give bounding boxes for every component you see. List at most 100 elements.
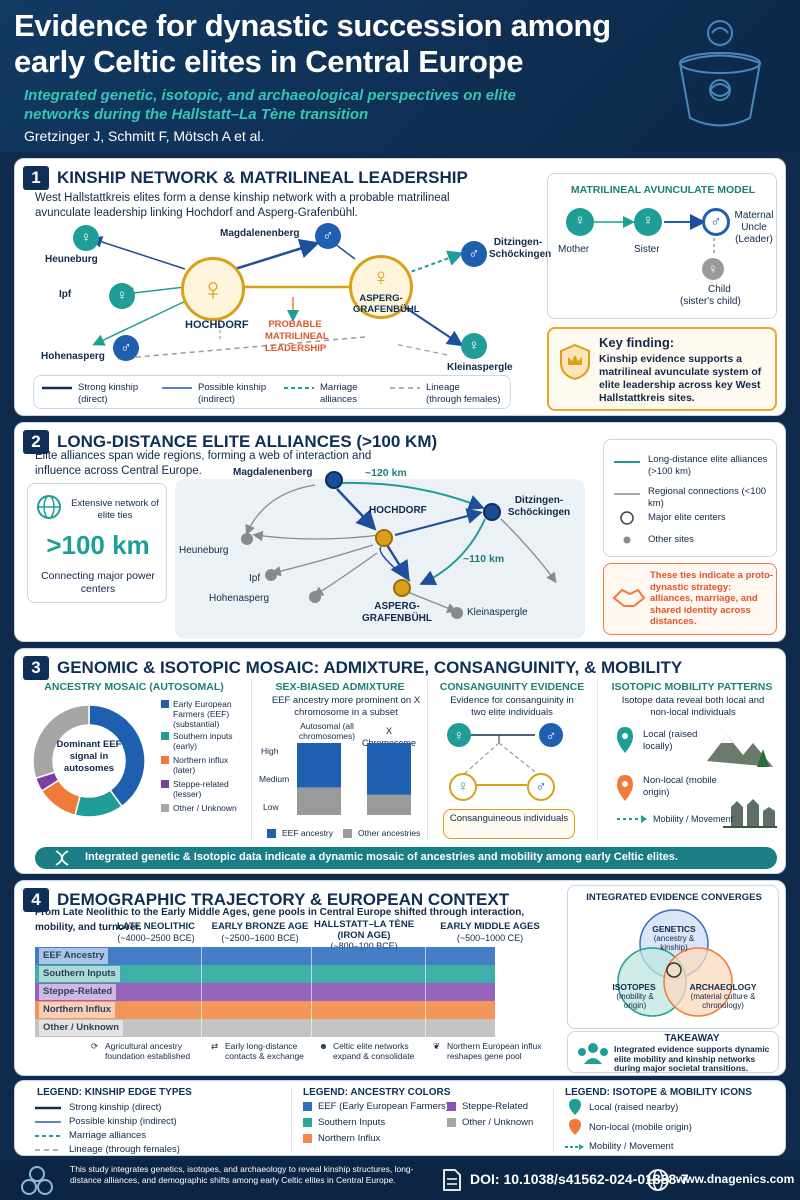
- legend-swatch: [161, 700, 169, 708]
- site-hohenasperg: Hohenasperg: [209, 593, 270, 604]
- section-number: 4: [23, 888, 49, 912]
- site-ipf: Ipf: [249, 573, 261, 584]
- cons-title: CONSANGUINITY EVIDENCE: [439, 681, 585, 693]
- cons-label-box: Consanguineous individuals: [443, 809, 575, 839]
- sister-icon: ♀: [634, 208, 662, 236]
- site-kleinaspergle: Kleinaspergle: [447, 362, 513, 373]
- distance-120: ~120 km: [365, 467, 407, 479]
- globe-footer-icon: [647, 1169, 669, 1191]
- alliance-legend: Long-distance elite alliances (>100 km) …: [603, 439, 777, 557]
- section-demographic: 4 DEMOGRAPHIC TRAJECTORY & EUROPEAN CONT…: [14, 880, 786, 1076]
- ancestry-donut-chart: [32, 704, 146, 818]
- ancestry-legend-item-1: Steppe-Related: [447, 1101, 528, 1113]
- period-2-range: (~800–100 BCE): [330, 941, 398, 951]
- header: Evidence for dynastic succession among e…: [0, 0, 800, 152]
- donut-legend-item-2: Northern influx (later): [161, 755, 245, 775]
- sex-title: SEX-BIASED ADMIXTURE: [275, 681, 405, 693]
- site-hochdorf: HOCHDORF: [185, 319, 249, 331]
- probable-leadership-label: PROBABLE MATRILINEAL LEADERSHIP: [265, 319, 329, 354]
- model-uncle: Maternal Uncle (Leader): [734, 210, 774, 245]
- period-3-name: EARLY MIDDLE AGES: [440, 921, 540, 932]
- period-0-range: (~4000–2500 BCE): [117, 933, 195, 943]
- ancestry-legend-item-2: Southern Inputs: [303, 1117, 385, 1129]
- bar-eef-0: [297, 743, 341, 788]
- globe-icon: [37, 495, 61, 519]
- triskele-icon: [21, 1166, 53, 1195]
- genomic-banner: Integrated genetic & Isotopic data indic…: [35, 847, 777, 869]
- kinship-network-diagram: [90, 236, 464, 360]
- bar-legend-other: Other ancestries: [343, 827, 420, 839]
- ditzingen-node: [483, 503, 501, 521]
- legend-panel: LEGEND: KINSHIP EDGE TYPES Strong kinshi…: [14, 1080, 786, 1156]
- female-kleinaspergle-icon: ♀: [461, 333, 487, 359]
- legend-iso-local: Local (raised nearby): [589, 1102, 679, 1113]
- bar-other-0: [297, 787, 341, 815]
- site-ipf: Ipf: [59, 289, 72, 300]
- genomic-banner-text: Integrated genetic & Isotopic data indic…: [85, 851, 678, 863]
- legend-swatch: [161, 780, 169, 788]
- bar-legend-eef: EEF ancestry: [267, 827, 333, 839]
- site-heuneburg: Heuneburg: [45, 254, 98, 265]
- section-number: 3: [23, 656, 49, 680]
- bar-other-1: [367, 794, 411, 815]
- donut-legend-item-3: Steppe-related (lesser): [161, 779, 245, 799]
- group-icon: [578, 1043, 608, 1064]
- stream-3: Northern Influx: [35, 1001, 495, 1019]
- hohenasperg-node: [309, 591, 321, 603]
- legend-swatch: [161, 804, 169, 812]
- legend-strong: Strong kinship(direct): [78, 382, 139, 405]
- proto-dynastic-text: These ties indicate a proto-dynastic str…: [650, 570, 773, 627]
- key-finding-title: Key finding:: [599, 335, 675, 350]
- site-ditzingen: Ditzingen-Schöckingen: [489, 237, 552, 260]
- iso-mobility: Mobility / Movement: [653, 814, 734, 824]
- legend-possible: Possible kinship(indirect): [198, 382, 267, 405]
- stream-1: Southern Inputs: [35, 965, 495, 983]
- legend-edge-strong: Strong kinship (direct): [69, 1102, 162, 1113]
- bar-eef-1: [367, 743, 411, 795]
- venn-title: INTEGRATED EVIDENCE CONVERGES: [586, 892, 762, 903]
- donut-slice-4: [32, 704, 90, 780]
- page-title: Evidence for dynastic succession among e…: [14, 8, 611, 79]
- period-1-range: (~2500–1600 BCE): [221, 933, 299, 943]
- level-low: Low: [263, 802, 279, 812]
- distance-110: ~110 km: [463, 553, 505, 565]
- legend-other: Other sites: [648, 534, 694, 545]
- legend-major: Major elite centers: [648, 512, 726, 523]
- section-number: 2: [23, 430, 49, 454]
- model-title: MATRILINEAL AVUNCULATE MODEL: [570, 184, 756, 196]
- ancestry-legend-item-0: EEF (Early European Farmers): [303, 1101, 449, 1113]
- section-number: 1: [23, 166, 49, 190]
- female-heuneburg-icon: ♀: [73, 225, 99, 251]
- site-magdalenenberg: Magdalenenberg: [220, 228, 300, 239]
- sex-intro: EEF ancestry more prominent on X chromos…: [271, 695, 421, 718]
- key-finding-text: Kinship evidence supports a matrilineal …: [599, 353, 762, 404]
- donut-legend-item-4: Other / Unknown: [161, 803, 245, 813]
- model-child-sub: (sister's child): [680, 296, 741, 307]
- site-asperg: ASPERG-GRAFENBÜHL: [362, 601, 432, 624]
- section-genomic: 3 GENOMIC & ISOTOPIC MOSAIC: ADMIXTURE, …: [14, 648, 786, 874]
- ancestry-title: ANCESTRY MOSAIC (AUTOSOMAL): [44, 681, 224, 693]
- ancestry-legend-item-4: Northern Influx: [303, 1133, 380, 1145]
- legend-long-distance: Long-distance elite alliances (>100 km): [648, 454, 768, 477]
- takeaway-title: TAKEAWAY: [664, 1033, 720, 1044]
- male-magdalenenberg-icon: ♂: [315, 223, 341, 249]
- level-high: High: [261, 746, 279, 756]
- doi-link[interactable]: DOI: 10.1038/s41562-024-01888-7: [470, 1171, 689, 1187]
- takeaway-text: Integrated evidence supports dynamic eli…: [614, 1044, 770, 1073]
- website-link[interactable]: www.dnagenics.com: [676, 1172, 795, 1186]
- venn-isotopes-sub: (mobility & origin): [616, 992, 654, 1010]
- venn-genetics-sub: (ancestry & kinship): [653, 934, 695, 952]
- asperg-node-icon: ♀: [349, 255, 413, 319]
- section-kinship: 1 KINSHIP NETWORK & MATRILINEAL LEADERSH…: [14, 158, 786, 416]
- footer: This study integrates genetics, isotopes…: [0, 1160, 800, 1200]
- section-title: GENOMIC & ISOTOPIC MOSAIC: ADMIXTURE, CO…: [57, 658, 683, 677]
- child-icon: ♀: [702, 258, 724, 280]
- section-title: LONG-DISTANCE ELITE ALLIANCES (>100 KM): [57, 432, 438, 451]
- section-intro: West Hallstattkreis elites form a dense …: [35, 192, 450, 219]
- female-ipf-icon: ♀: [109, 283, 135, 309]
- site-asperg: ASPERG-GRAFENBÜHL: [353, 293, 420, 315]
- site-magdalenenberg: Magdalenenberg: [233, 467, 313, 478]
- hochdorf-node-icon: ♀: [181, 257, 245, 321]
- model-sister: Sister: [634, 244, 660, 255]
